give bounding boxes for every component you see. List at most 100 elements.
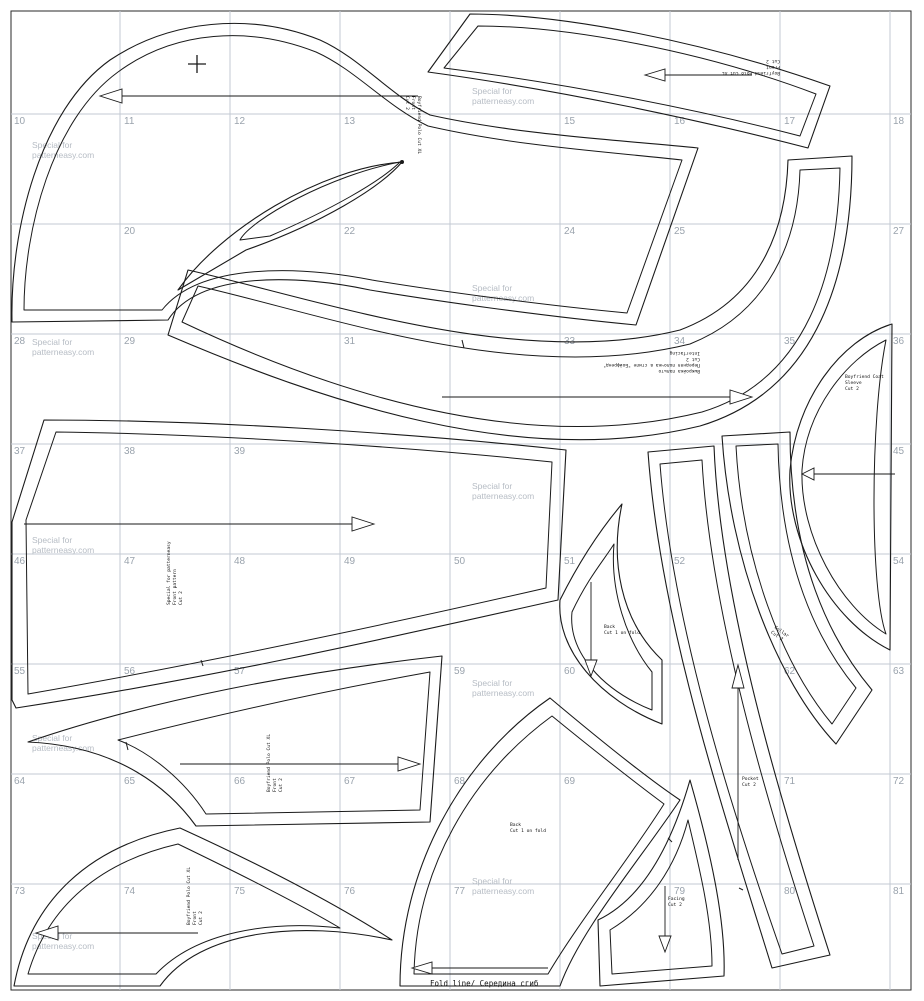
cell-number: 38: [124, 446, 136, 457]
piece-label: Back Cut 1 on fold: [604, 624, 640, 636]
cell-number: 29: [124, 336, 136, 347]
cell-number: 74: [124, 886, 136, 897]
watermark-line: patterneasy.com: [472, 491, 534, 501]
grain-arrow: [729, 389, 754, 405]
notches: [125, 339, 744, 891]
piece-label: Pocket Cut 2: [742, 776, 761, 788]
cell-number: 16: [674, 116, 686, 127]
pattern-piece-front-large: Boyfriend Polo Cut XL Front Cut 2: [11, 22, 699, 326]
watermark-line: Special for: [32, 337, 72, 347]
cell-number: 12: [234, 116, 246, 127]
watermark-line: patterneasy.com: [32, 941, 94, 951]
fold-line-label: Fold line/ Середина сгиб: [430, 979, 539, 988]
pivot-point: [400, 160, 404, 164]
cell-number: 59: [454, 666, 466, 677]
grain-arrow: [351, 516, 376, 532]
piece-label: Facing Cut 2: [668, 896, 687, 908]
pattern-piece-body-left: Special for patterneasy Front pattern Cu…: [11, 419, 567, 709]
piece-label: Boyfriend Polo Cut XL Front Cut 2: [186, 864, 204, 925]
watermark-line: Special for: [472, 481, 512, 491]
cell-number: 51: [564, 556, 576, 567]
grain-arrow: [800, 467, 815, 481]
cell-number: 17: [784, 116, 796, 127]
watermark-line: patterneasy.com: [32, 347, 94, 357]
grid: [11, 11, 911, 990]
cell-number: 76: [344, 886, 356, 897]
piece-label: Boyfriend Polo Cut XL Front Cut 2: [719, 58, 780, 76]
cell-number: 48: [234, 556, 246, 567]
piece-label: Boyfriend Polo Cut XL Front Cut 2: [404, 96, 422, 157]
cell-number: 65: [124, 776, 136, 787]
pattern-piece-pocket-flap: Back Cut 1 on fold: [559, 503, 663, 725]
pattern-piece-lapel: [177, 160, 404, 291]
watermark-line: Special for: [472, 678, 512, 688]
cell-number: 77: [454, 886, 466, 897]
watermark-line: Special for: [32, 535, 72, 545]
cell-number: 49: [344, 556, 356, 567]
watermark-line: Special for: [32, 733, 72, 743]
cell-number: 13: [344, 116, 356, 127]
pattern-piece-long-strip: Pocket Cut 2: [647, 445, 831, 969]
sheet-border: [10, 10, 912, 991]
cell-number: 36: [893, 336, 905, 347]
cell-number: 67: [344, 776, 356, 787]
cell-number: 45: [893, 446, 905, 457]
watermark-line: Special for: [472, 283, 512, 293]
cell-number: 28: [14, 336, 26, 347]
piece-label: Special for patterneasy Front pattern Cu…: [166, 539, 184, 605]
grain-arrow: [658, 935, 672, 954]
pattern-piece-back-fold: Back Cut 1 on fold: [399, 697, 681, 987]
piece-label: Collar Cut 2: [769, 625, 792, 646]
cell-number: 73: [14, 886, 26, 897]
cell-number: 50: [454, 556, 466, 567]
watermark-line: Special for: [472, 86, 512, 96]
cell-number: 75: [234, 886, 246, 897]
grain-arrow: [34, 925, 59, 941]
watermark-line: patterneasy.com: [472, 293, 534, 303]
cell-number: 54: [893, 556, 905, 567]
pattern-piece-pointed: Boyfriend Polo Cut XL Front Cut 2: [27, 655, 443, 827]
cell-number: 46: [14, 556, 26, 567]
cell-number: 71: [784, 776, 796, 787]
pattern-piece-arc-right: Boyfriend Coat Sleeve Cut 2: [789, 323, 895, 651]
watermark-line: patterneasy.com: [32, 743, 94, 753]
cell-number: 64: [14, 776, 26, 787]
cell-number: 47: [124, 556, 136, 567]
pattern-piece-curved-band: Выкройка пальто Передняя полочка в стиле…: [167, 155, 853, 441]
watermark-line: patterneasy.com: [472, 96, 534, 106]
cell-number: 72: [893, 776, 905, 787]
cell-number: 31: [344, 336, 356, 347]
grain-arrow: [397, 756, 422, 772]
grain-arrow: [98, 88, 123, 104]
cell-number: 68: [454, 776, 466, 787]
watermark-line: patterneasy.com: [32, 150, 94, 160]
cell-number: 56: [124, 666, 136, 677]
watermark-line: patterneasy.com: [472, 688, 534, 698]
cell-number: 20: [124, 226, 136, 237]
grain-arrow: [731, 663, 745, 689]
cell-number: 27: [893, 226, 905, 237]
watermark-line: Special for: [472, 876, 512, 886]
piece-label: Выкройка пальто Передняя полочка в стиле…: [600, 350, 700, 374]
cell-number: 55: [14, 666, 26, 677]
cell-number: 79: [674, 886, 686, 897]
cell-number: 37: [14, 446, 26, 457]
pattern-piece-top-strip: Boyfriend Polo Cut XL Front Cut 2: [427, 13, 831, 149]
piece-label: Boyfriend Polo Cut XL Front Cut 2: [266, 731, 284, 792]
cell-number: 22: [344, 226, 356, 237]
pattern-piece-facing: Facing Cut 2: [597, 779, 725, 987]
cell-number: 60: [564, 666, 576, 677]
cell-number: 62: [784, 666, 796, 677]
piece-label: Boyfriend Coat Sleeve Cut 2: [845, 374, 887, 392]
crosshair-mark: [188, 55, 206, 73]
cell-number: 34: [674, 336, 686, 347]
cell-number: 39: [234, 446, 246, 457]
pattern-piece-blade: Boyfriend Polo Cut XL Front Cut 2: [13, 827, 393, 987]
watermark-line: Special for: [32, 140, 72, 150]
grain-arrow: [584, 659, 598, 678]
watermarks: Special for patterneasy.com Special for …: [32, 86, 534, 951]
watermark-line: patterneasy.com: [32, 545, 94, 555]
cell-number: 24: [564, 226, 576, 237]
cell-number: 52: [674, 556, 686, 567]
